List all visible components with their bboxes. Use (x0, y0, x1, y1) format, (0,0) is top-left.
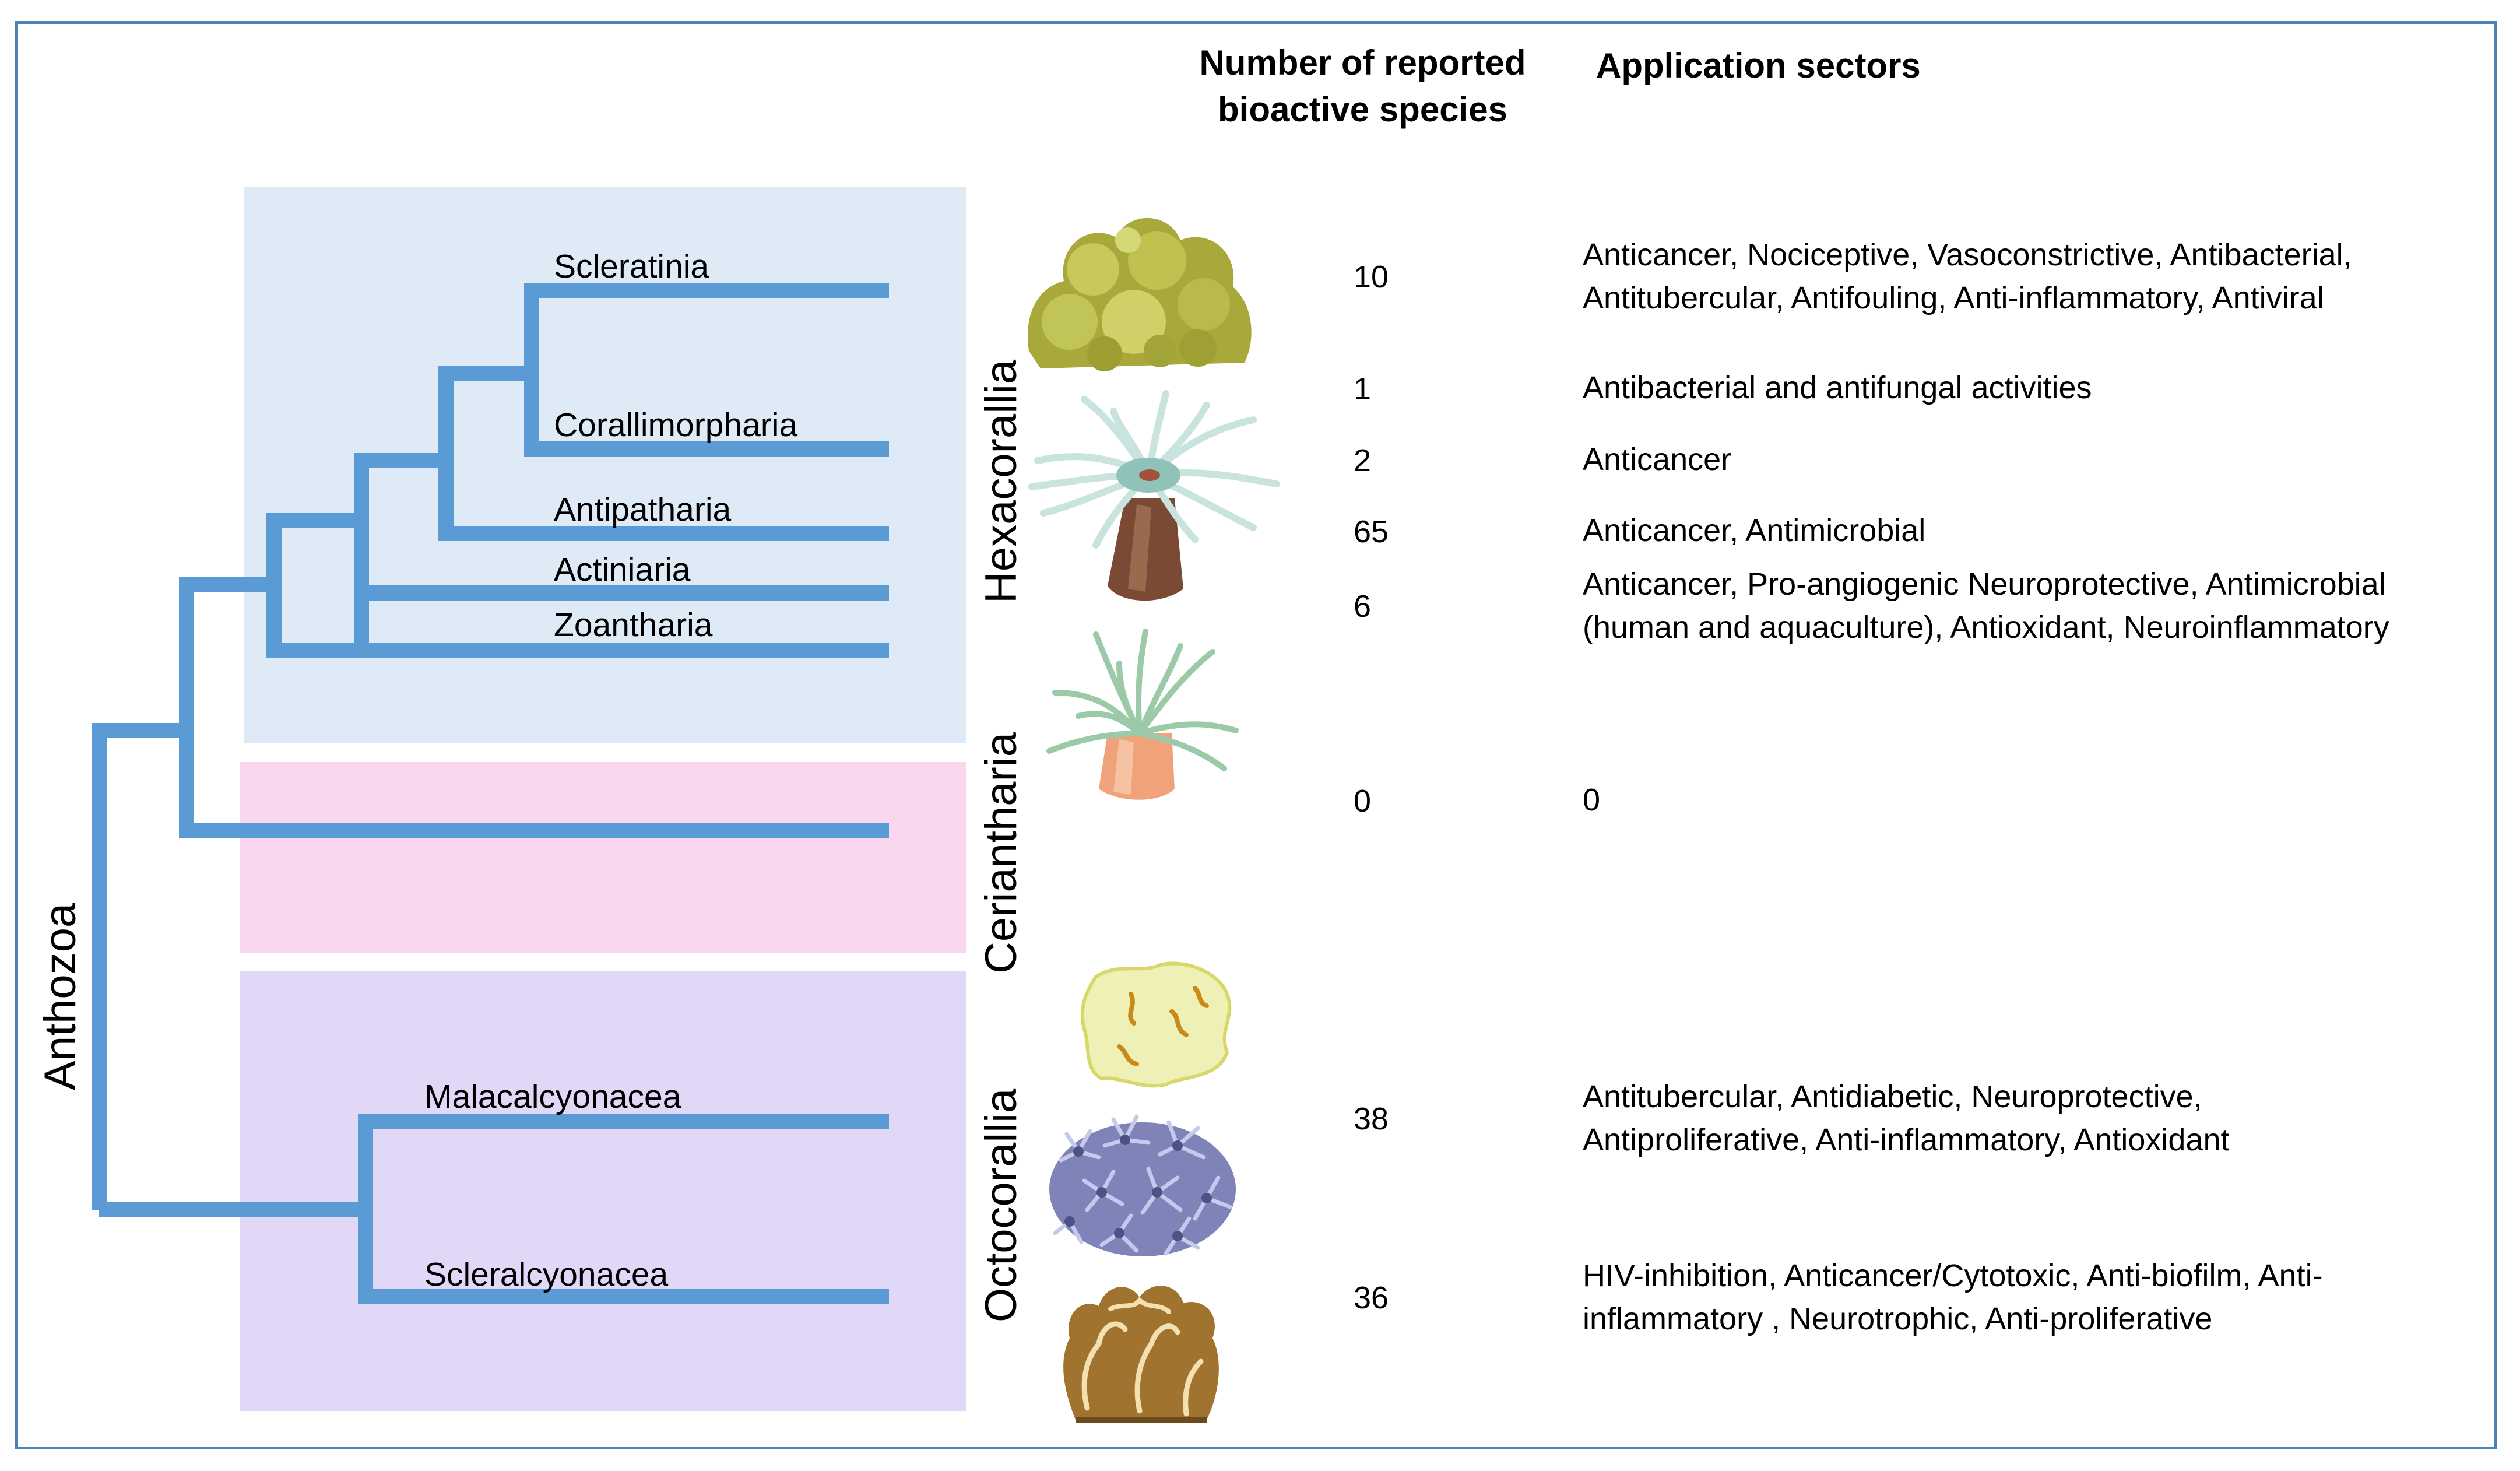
count-zoantharia: 6 (1354, 589, 1372, 624)
count-actiniaria: 65 (1354, 514, 1389, 549)
taxon-zoantharia: Zoantharia (554, 606, 713, 644)
sea-anemone-icon (1028, 390, 1280, 601)
tree-branch-ceriantharia (179, 731, 889, 838)
header-number-of-species: Number of reported bioactive species (1195, 40, 1530, 133)
taxon-actiniaria: Actiniaria (554, 551, 691, 588)
sector-line: (human and aquaculture), Antioxidant, Ne… (1583, 610, 2389, 645)
sectors-corallimorpharia: Antibacterial and antifungal activities (1583, 366, 2092, 409)
count-malacalcyonacea: 38 (1354, 1101, 1389, 1136)
sector-line: Anticancer, Pro-angiogenic Neuroprotecti… (1583, 567, 2386, 602)
tree-branch-octocorallia (358, 1114, 889, 1304)
group-label-hexacorallia: Hexacorallia (976, 359, 1026, 603)
leather-coral-icon (1063, 1286, 1219, 1423)
sectors-zoantharia: Anticancer, Pro-angiogenic Neuroprotecti… (1583, 563, 2389, 649)
header-application-sectors: Application sectors (1596, 46, 1921, 85)
figure-border (15, 21, 2497, 1449)
sector-line: Antiproliferative, Anti-inflammatory, An… (1583, 1122, 2230, 1157)
sectors-malacalcyonacea: Antitubercular, Antidiabetic, Neuroprote… (1583, 1075, 2230, 1161)
sector-line: Anticancer (1583, 442, 1732, 477)
encrusting-soft-coral-icon (1080, 961, 1232, 1088)
group-label-ceriantharia: Ceriantharia (976, 732, 1026, 974)
count-ceriantharia: 0 (1354, 784, 1372, 819)
taxon-corallimorpharia: Corallimorpharia (554, 406, 798, 444)
sector-line: 0 (1583, 782, 1601, 817)
sector-line: Antitubercular, Antidiabetic, Neuroprote… (1583, 1079, 2202, 1114)
sector-line: Antitubercular, Antifouling, Anti-inflam… (1583, 280, 2324, 315)
header-count-line1: Number of reported (1199, 43, 1526, 82)
tree-branch-zoantharia-actiniaria (354, 453, 889, 601)
sector-line: HIV-inhibition, Anticancer/Cytotoxic, An… (1583, 1258, 2323, 1293)
sector-line: Antibacterial and antifungal activities (1583, 370, 2092, 405)
tree-branch-antipatharia (438, 366, 889, 541)
taxon-antipatharia: Antipatharia (554, 491, 732, 528)
taxon-malacalcyonacea: Malacalcyonacea (424, 1078, 681, 1115)
sector-line: Anticancer, Antimicrobial (1583, 513, 1926, 548)
taxon-scleratinia: Scleratinia (554, 248, 709, 285)
sector-line: inflammatory , Neurotrophic, Anti-prolif… (1583, 1301, 2213, 1336)
sector-line: Anticancer, Nociceptive, Vasoconstrictiv… (1583, 237, 2352, 272)
root-label-anthozoa: Anthozoa (36, 903, 85, 1090)
ceriantharia-box (240, 762, 966, 953)
sectors-scleralcyonacea: HIV-inhibition, Anticancer/Cytotoxic, An… (1583, 1254, 2323, 1340)
tree-branch-hexa-ceri (179, 577, 274, 731)
group-label-octocorallia: Octocorallia (976, 1088, 1026, 1322)
tube-anemone-icon (1046, 629, 1239, 800)
sectors-ceriantharia: 0 (1583, 778, 1600, 821)
count-scleralcyonacea: 36 (1354, 1280, 1389, 1315)
tree-branch-root (92, 723, 187, 1210)
sectors-scleratinia: Anticancer, Nociceptive, Vasoconstrictiv… (1583, 233, 2352, 320)
sectors-actiniaria: Anticancer, Antimicrobial (1583, 509, 1925, 552)
count-scleratinia: 10 (1354, 259, 1389, 294)
yellow-coral-icon (1028, 217, 1252, 371)
taxon-scleralcyonacea: Scleralcyonacea (424, 1256, 669, 1293)
count-antipatharia: 2 (1354, 443, 1372, 478)
header-count-line2: bioactive species (1218, 90, 1507, 129)
purple-polyp-coral-icon (1049, 1114, 1236, 1256)
tree-branch-scleratinia-corallimorpharia (524, 283, 889, 457)
count-corallimorpharia: 1 (1354, 371, 1372, 406)
sectors-antipatharia: Anticancer (1583, 438, 1731, 481)
